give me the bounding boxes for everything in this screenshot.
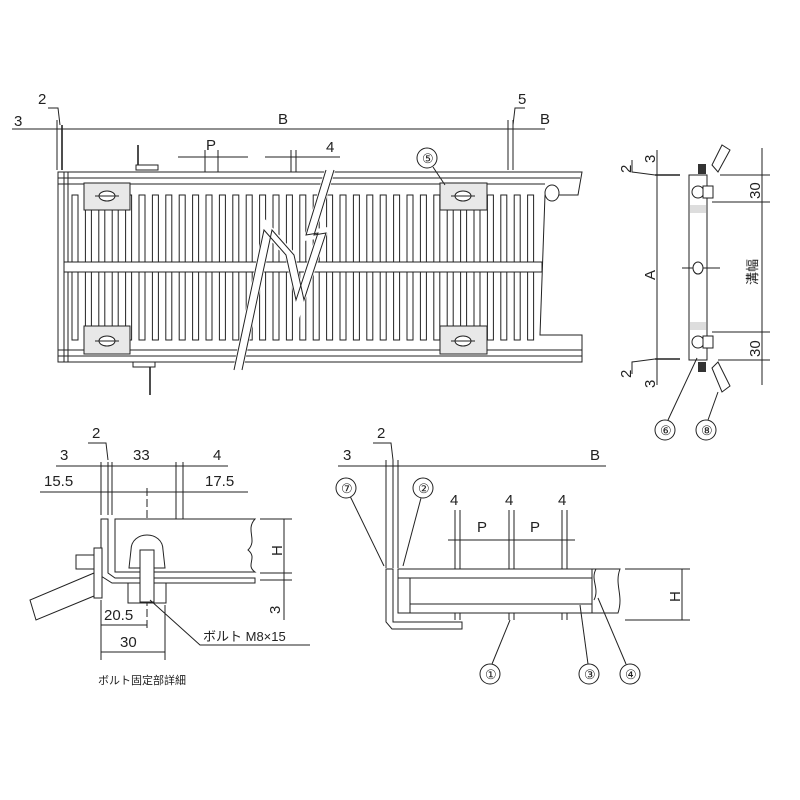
dim-4a: 4 <box>450 492 458 509</box>
bolt-icons <box>95 184 560 347</box>
dim-2: 2 <box>92 425 100 442</box>
dim-3: 3 <box>343 447 351 464</box>
dim-P2: P <box>530 519 540 536</box>
dim-3-vertical: 3 <box>267 606 284 614</box>
dim-4: 4 <box>213 447 221 464</box>
dim-30-bottom: 30 <box>747 340 764 357</box>
dim-17-5: 17.5 <box>205 473 234 490</box>
dim-2-bottom: 2 <box>618 370 635 378</box>
dim-3-top: 3 <box>642 155 659 163</box>
dim-B: B <box>278 111 288 128</box>
dim-2: 2 <box>377 425 385 442</box>
dim-33: 33 <box>133 447 150 464</box>
side-view: 2 3 A 2 3 30 30 溝幅 ⑥ ⑧ <box>618 144 770 441</box>
dim-4c: 4 <box>558 492 566 509</box>
dim-H: H <box>667 591 684 602</box>
dim-30: 30 <box>120 634 137 651</box>
section-view: 3 2 B 4 4 4 P P H ⑦ ② ① <box>335 425 690 685</box>
callout-1: ① <box>485 667 497 682</box>
dim-groove-width: 溝幅 <box>745 259 760 285</box>
dim-2-top: 2 <box>618 165 635 173</box>
dim-5: 5 <box>518 91 526 108</box>
callout-8: ⑧ <box>701 423 713 438</box>
bolt-detail: 3 2 33 4 15.5 17.5 H 3 20.5 30 <box>29 425 310 687</box>
dim-B: B <box>590 447 600 464</box>
dim-3: 3 <box>60 447 68 464</box>
callout-7: ⑦ <box>341 481 353 496</box>
callout-6: ⑥ <box>660 423 672 438</box>
dim-P1: P <box>477 519 487 536</box>
dim-3-bottom: 3 <box>642 380 659 388</box>
cross-bar <box>63 261 543 273</box>
callout-2: ② <box>418 481 430 496</box>
dim-H: H <box>269 545 286 556</box>
callout-4: ④ <box>625 667 637 682</box>
dim-P: P <box>206 137 216 154</box>
dim-4: 4 <box>326 139 334 156</box>
dim-B-right: B <box>540 111 550 128</box>
bolt-plate <box>83 325 131 355</box>
dim-2: 2 <box>38 91 46 108</box>
callout-5: ⑤ <box>422 151 434 166</box>
dim-30-top: 30 <box>747 182 764 199</box>
dim-3: 3 <box>14 113 22 130</box>
dim-A: A <box>642 270 659 280</box>
callout-3: ③ <box>584 667 596 682</box>
dim-15-5: 15.5 <box>44 473 73 490</box>
bolt-label: ボルト M8×15 <box>203 629 286 644</box>
dim-4b: 4 <box>505 492 513 509</box>
top-view: 3 2 B 5 B P 4 <box>12 91 583 395</box>
detail-caption: ボルト固定部詳細 <box>98 673 186 687</box>
dim-20-5: 20.5 <box>104 607 133 624</box>
